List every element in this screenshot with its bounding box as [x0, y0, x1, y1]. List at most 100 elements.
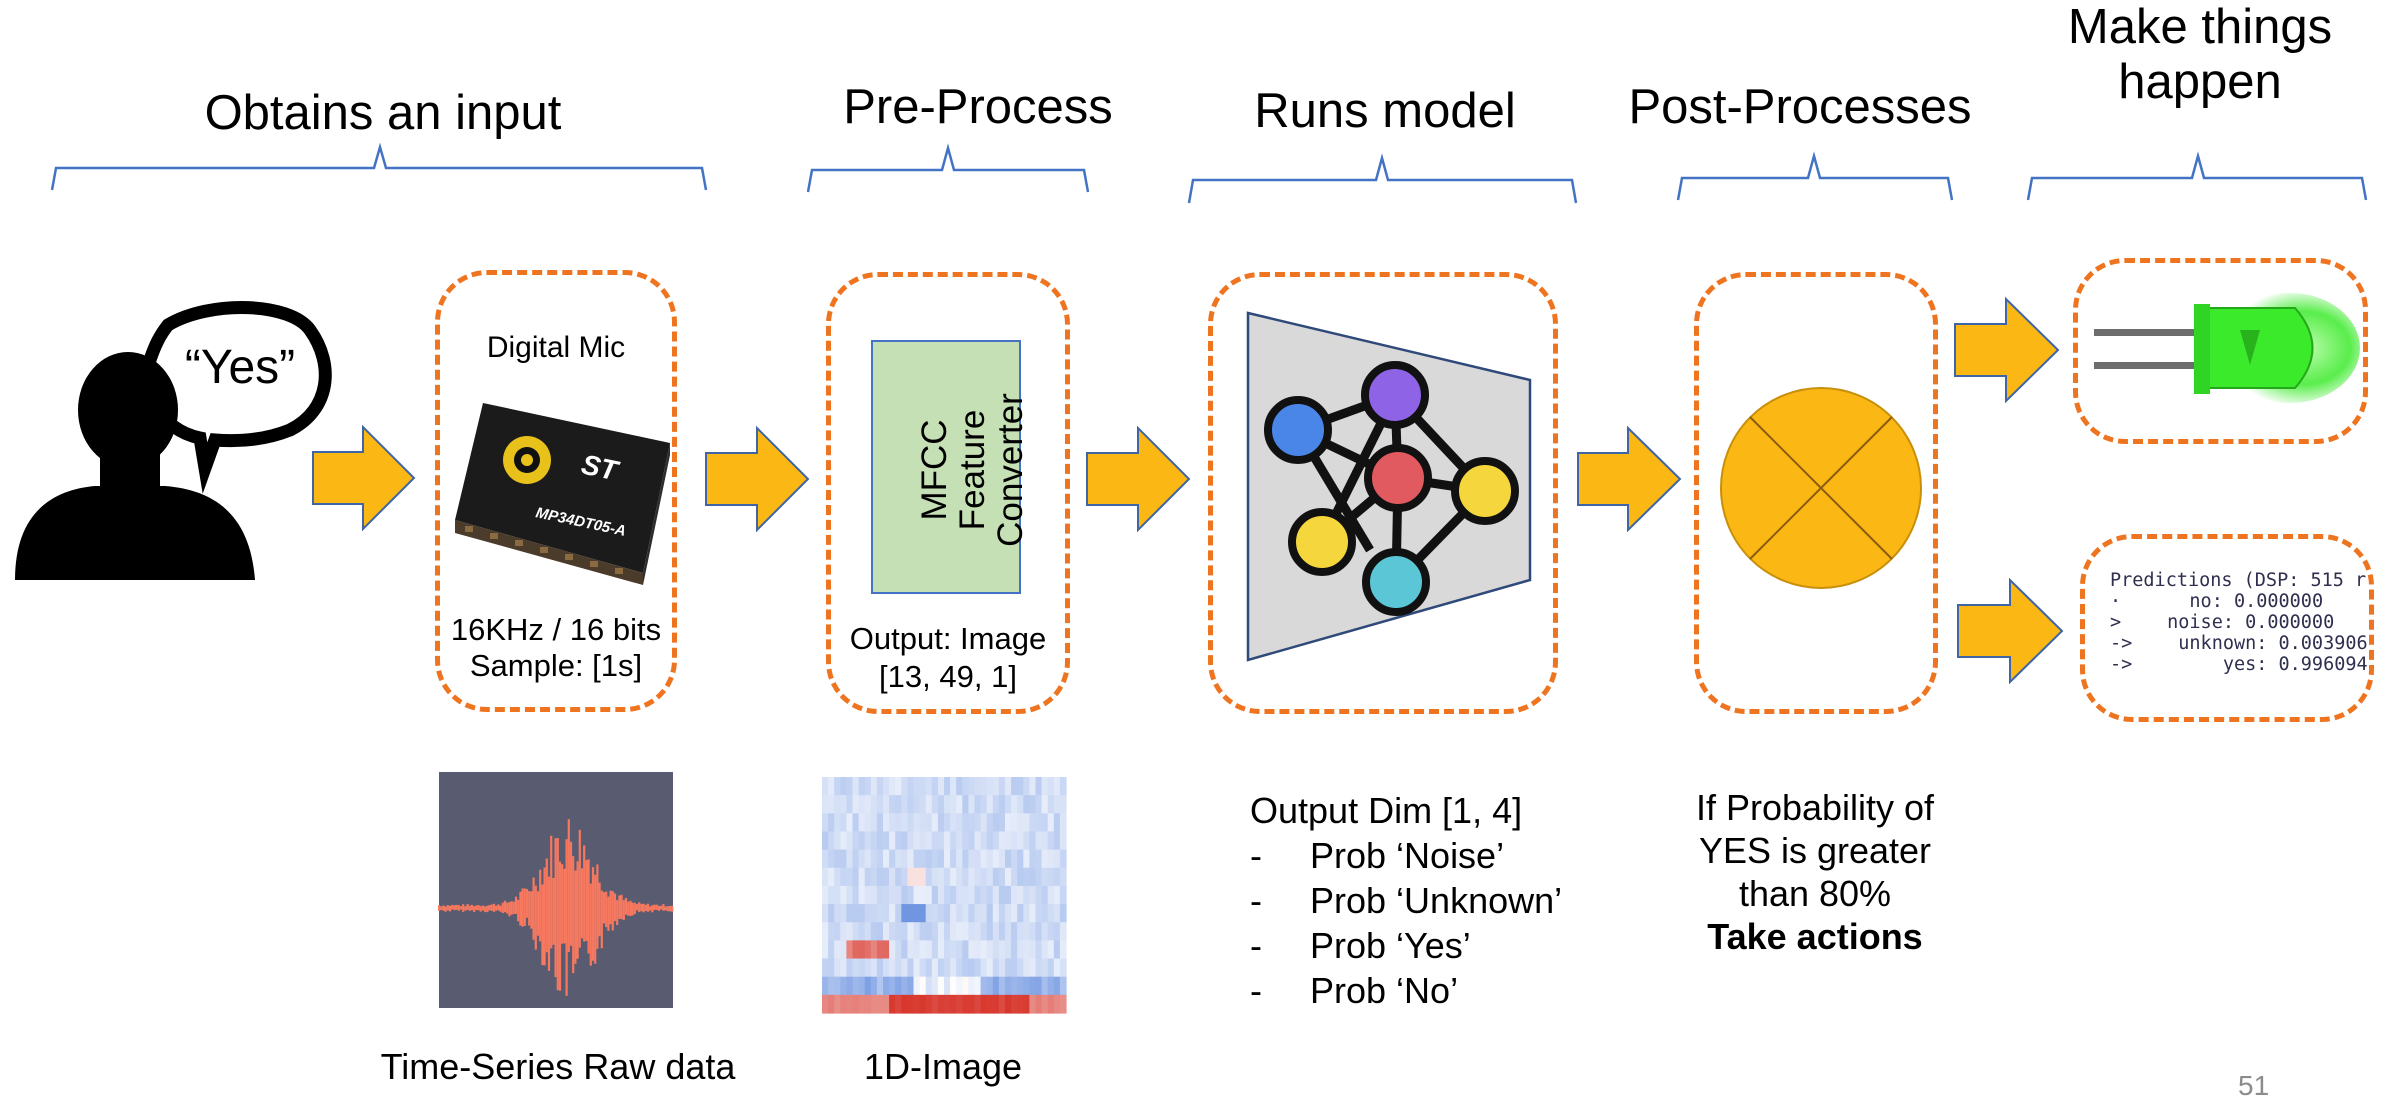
decision-line4: Take actions [1707, 916, 1923, 957]
spectrogram-cell [876, 831, 884, 851]
spectrogram-image [822, 777, 1067, 1014]
spectrogram-cell [944, 922, 951, 941]
spectrogram-cell [925, 867, 933, 887]
spectrogram-cell [931, 976, 939, 996]
spectrogram-cell [876, 885, 884, 905]
spectrogram-cell [980, 922, 988, 941]
spectrogram-cell [974, 867, 982, 887]
spectrogram-cell [931, 867, 939, 887]
spectrogram-cell [901, 994, 908, 1014]
spectrogram-cell [956, 795, 963, 814]
spectrogram-cell [1041, 849, 1049, 869]
spectrogram-cell [998, 867, 1006, 887]
spectrogram-cell [986, 885, 994, 905]
spectrogram-cell [1047, 885, 1055, 905]
spectrogram-cell [962, 994, 969, 1014]
spectrogram-cell [858, 994, 866, 1014]
spectrogram-cell [919, 813, 927, 833]
mic-box [435, 270, 677, 712]
spectrogram-cell [1017, 994, 1024, 1014]
spectrogram-cell [840, 940, 847, 960]
spectrogram-cell [828, 976, 835, 996]
spectrogram-cell [852, 795, 860, 814]
spectrogram-cell [950, 867, 957, 887]
spectrogram-cell [901, 976, 908, 996]
spectrogram-cell [1005, 922, 1012, 941]
spectrogram-cell [937, 849, 945, 869]
spectrogram-cell [925, 795, 933, 814]
spectrogram-cell [1053, 777, 1061, 796]
spectrogram-cell [956, 849, 963, 869]
spectrogram-cell [876, 922, 884, 941]
spectrogram-cell [858, 922, 866, 941]
spectrogram-cell [1029, 777, 1037, 796]
model-output-item: -Prob ‘Noise’ [1250, 833, 1562, 878]
spectrogram-cell [852, 831, 860, 851]
spectrogram-cell [852, 922, 860, 941]
spectrogram-cell [828, 831, 835, 851]
spectrogram-cell [846, 795, 854, 814]
spectrogram-cell [944, 904, 951, 923]
spectrogram-cell [840, 976, 847, 996]
stage-title-model: Runs model [1254, 84, 1516, 138]
spectrogram-cell [834, 994, 841, 1014]
predictions-row: · no: 0.000000 [2110, 591, 2380, 612]
spectrogram-cell [907, 958, 915, 978]
prediction-marker: -> [2110, 654, 2133, 675]
prediction-text: noise: 0.000000 [2167, 612, 2335, 633]
model-output-item-text: Prob ‘No’ [1310, 970, 1459, 1011]
spectrogram-cell [822, 940, 829, 960]
spectrogram-cell [998, 795, 1006, 814]
spectrogram-cell [962, 849, 969, 869]
spectrogram-cell [1053, 795, 1061, 814]
spectrogram-cell [980, 849, 988, 869]
spectrogram-cell [870, 904, 878, 923]
spectrogram-cell [1059, 885, 1067, 905]
spectrogram-cell [840, 885, 847, 905]
spectrogram-cell [1029, 976, 1037, 996]
spectrogram-cell [1029, 849, 1037, 869]
spectrogram-cell [1047, 795, 1055, 814]
spectrogram-cell [822, 994, 829, 1014]
spectrogram-cell [870, 849, 878, 869]
spectrogram-cell [840, 994, 847, 1014]
spectrogram-cell [1023, 940, 1030, 960]
spectrogram-cell [852, 777, 860, 796]
spectrogram-cell [956, 831, 963, 851]
spectrogram-cell [840, 813, 847, 833]
bullet: - [1250, 835, 1262, 876]
spectrogram-cell [1005, 940, 1012, 960]
spectrogram-cell [1035, 958, 1043, 978]
spectrogram-cell [846, 777, 854, 796]
spectrogram-cell [889, 849, 896, 869]
spectrogram-cell [1029, 994, 1037, 1014]
spectrogram-cell [992, 831, 1000, 851]
spectrogram-cell [968, 994, 976, 1014]
spectrogram-cell [950, 904, 957, 923]
mic-spec-line2: Sample: [1s] [469, 648, 643, 683]
spectrogram-cell [864, 994, 872, 1014]
spectrogram-cell [1023, 813, 1030, 833]
spectrogram-cell [1017, 831, 1024, 851]
spectrogram-cell [1011, 795, 1018, 814]
spectrogram-cell [1041, 922, 1049, 941]
spectrogram-cell [968, 958, 976, 978]
spectrogram-cell [846, 885, 854, 905]
spectrogram-cell [1035, 777, 1043, 796]
spectrogram-cell [1047, 849, 1055, 869]
bullet: - [1250, 880, 1262, 921]
spectrogram-cell [870, 994, 878, 1014]
spectrogram-cell [937, 813, 945, 833]
mic-label: Digital Mic [486, 331, 626, 364]
spectrogram-cell [950, 849, 957, 869]
spectrogram-cell [907, 813, 915, 833]
spectrogram-cell [980, 940, 988, 960]
arrow-right-icon [1954, 296, 2060, 404]
spectrogram-cell [944, 958, 951, 978]
spectrogram-cell [986, 904, 994, 923]
spectrogram-cell [870, 940, 878, 960]
spectrogram-cell [968, 976, 976, 996]
spectrogram-cell [992, 885, 1000, 905]
predictions-box [2080, 534, 2374, 722]
spectrogram-cell [937, 831, 945, 851]
